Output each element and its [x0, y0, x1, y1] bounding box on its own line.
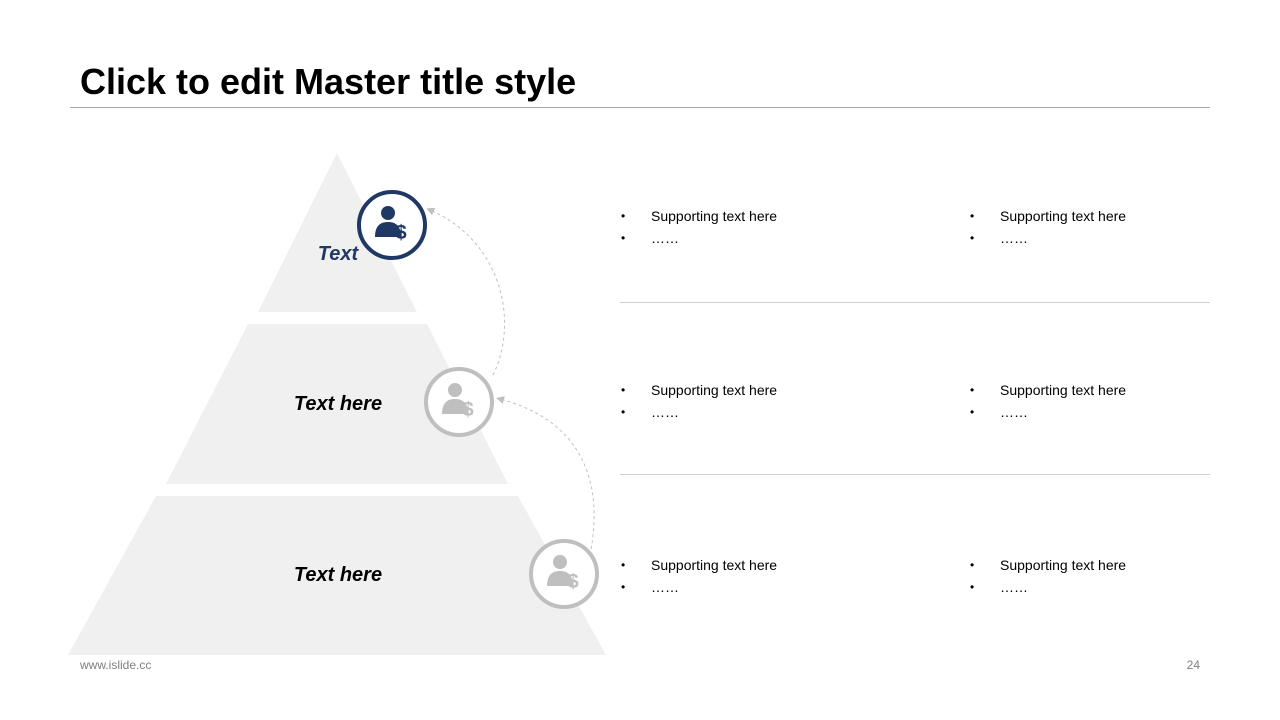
- tier-label-bottom: Text here: [293, 564, 383, 586]
- bullet-item: Supporting text here: [621, 554, 777, 576]
- bullet-item: ……: [621, 401, 777, 423]
- row-divider: [620, 474, 1210, 475]
- bullet-item: Supporting text here: [970, 205, 1126, 227]
- svg-text:$: $: [567, 571, 578, 593]
- tier-label-top: Text: [317, 243, 359, 265]
- businessman-dollar-icon: $: [357, 190, 427, 260]
- row-3-left-bullets: Supporting text here ……: [621, 554, 777, 598]
- bullet-item: ……: [970, 401, 1126, 423]
- row-3-right-bullets: Supporting text here ……: [970, 554, 1126, 598]
- pyramid-tier-middle: [166, 324, 508, 484]
- svg-text:$: $: [462, 399, 473, 421]
- svg-text:$: $: [395, 222, 406, 244]
- bullet-item: ……: [970, 227, 1126, 249]
- bullet-item: ……: [621, 576, 777, 598]
- bullet-item: Supporting text here: [970, 554, 1126, 576]
- row-divider: [620, 302, 1210, 303]
- bullet-item: ……: [970, 576, 1126, 598]
- slide-title: Click to edit Master title style: [80, 61, 577, 102]
- row-2-left-bullets: Supporting text here ……: [621, 379, 777, 423]
- bullet-item: ……: [621, 227, 777, 249]
- connector-arrow-middle-to-top: [426, 207, 506, 376]
- tier-label-middle: Text here: [293, 393, 383, 415]
- page-number: 24: [1186, 658, 1200, 672]
- bullet-item: Supporting text here: [621, 379, 777, 401]
- row-1-right-bullets: Supporting text here ……: [970, 205, 1126, 249]
- connector-arrow-bottom-to-middle: [496, 396, 595, 556]
- footer-url: www.islide.cc: [80, 658, 152, 672]
- row-2-right-bullets: Supporting text here ……: [970, 379, 1126, 423]
- bullet-item: Supporting text here: [621, 205, 777, 227]
- row-1-left-bullets: Supporting text here ……: [621, 205, 777, 249]
- businessman-dollar-icon: $: [529, 539, 599, 609]
- bullet-item: Supporting text here: [970, 379, 1126, 401]
- businessman-dollar-icon: $: [424, 367, 494, 437]
- title-divider: [70, 107, 1210, 108]
- pyramid-tier-top: [258, 153, 417, 312]
- pyramid-tier-bottom: [68, 496, 606, 655]
